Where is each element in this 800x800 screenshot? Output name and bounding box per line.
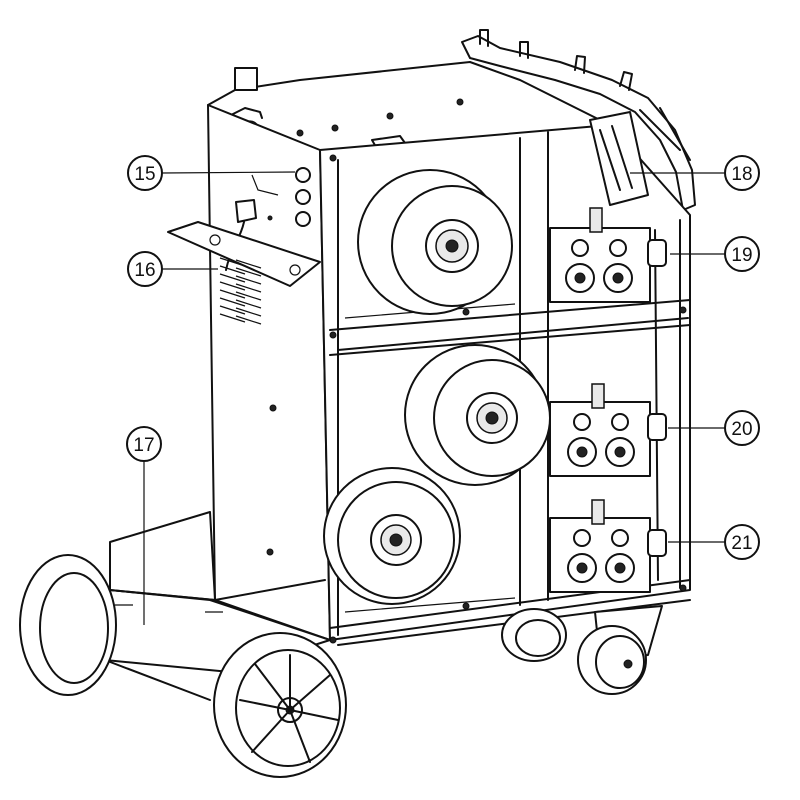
callout-20: 20 xyxy=(724,410,760,446)
socket-mid xyxy=(295,189,311,205)
wire-feeder-unit-21 xyxy=(549,499,667,593)
callout-label-16: 16 xyxy=(134,260,155,281)
callout-label-17: 17 xyxy=(133,435,154,456)
top-handle-rail xyxy=(461,29,696,211)
callout-18: 18 xyxy=(724,155,760,191)
callout-label-20: 20 xyxy=(731,419,752,440)
wire-spool-lower xyxy=(323,467,461,605)
front-castor-wheel-left xyxy=(501,608,567,662)
callout-label-18: 18 xyxy=(731,164,752,185)
callout-21: 21 xyxy=(724,524,760,560)
cable-gland xyxy=(235,199,257,223)
leader-lines xyxy=(143,171,725,625)
torch-holder-bracket xyxy=(589,111,649,206)
callout-16: 16 xyxy=(127,251,163,287)
callout-19: 19 xyxy=(724,236,760,272)
wire-spool-middle xyxy=(404,344,551,486)
socket-bottom xyxy=(295,211,311,227)
callout-label-19: 19 xyxy=(731,245,752,266)
front-main-wheel xyxy=(213,632,347,778)
callout-label-21: 21 xyxy=(731,533,752,554)
ventilation-slots xyxy=(219,257,262,325)
wire-spool-upper xyxy=(357,169,513,315)
callout-15: 15 xyxy=(127,155,163,191)
cable-holder-shelf xyxy=(167,221,321,287)
socket-top xyxy=(295,167,311,183)
top-bracket xyxy=(234,67,258,91)
wire-feeder-unit-19 xyxy=(549,207,667,303)
callout-label-15: 15 xyxy=(134,164,155,185)
front-castor-wheel-right xyxy=(577,605,663,695)
wire-feeder-unit-20 xyxy=(549,383,667,477)
left-rear-wheel xyxy=(19,554,117,696)
callout-17: 17 xyxy=(126,426,162,462)
